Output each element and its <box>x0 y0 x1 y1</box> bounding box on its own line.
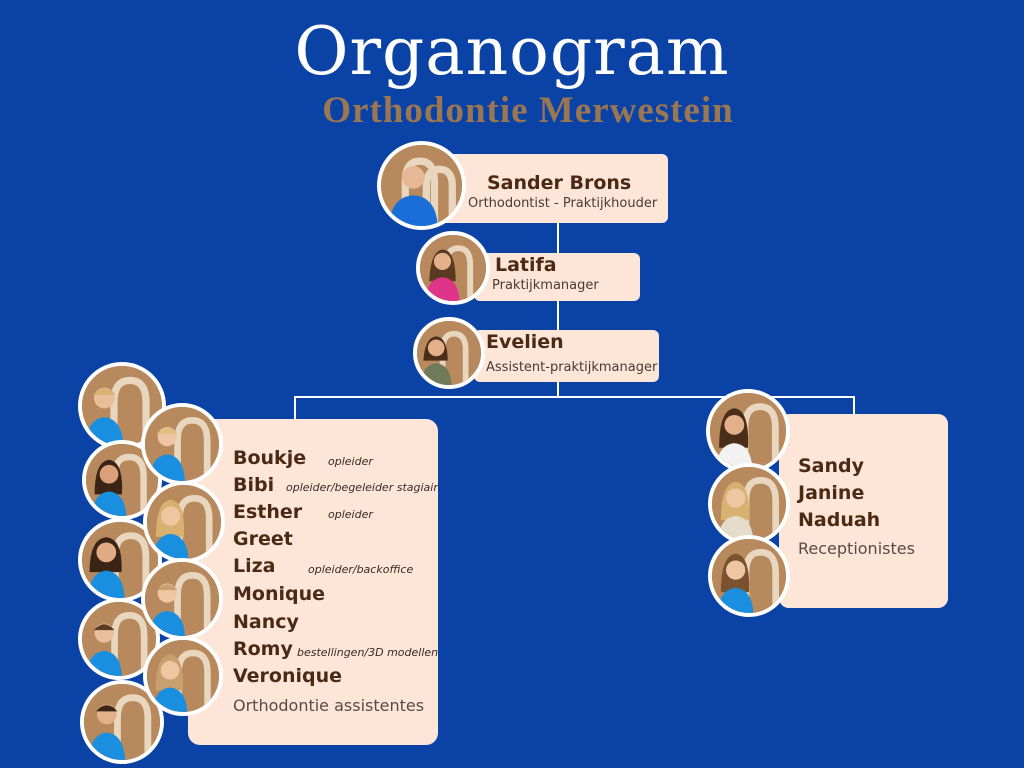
portrait-photo <box>712 539 786 613</box>
member-name: Liza <box>233 555 276 577</box>
avatar-receptionist <box>708 535 790 617</box>
portrait-photo <box>420 235 486 301</box>
member-name: Janine <box>798 482 865 504</box>
portrait-photo <box>417 321 481 385</box>
portrait-photo <box>147 485 221 559</box>
member-name: Sandy <box>798 455 865 477</box>
portrait-photo <box>145 407 219 481</box>
avatar-latifa <box>416 231 490 305</box>
diagram-subtitle: Orthodontie Merwestein <box>322 90 734 131</box>
member-name: Greet <box>233 528 293 550</box>
person-name: Evelien <box>486 331 564 353</box>
group-label: Receptionistes <box>798 539 915 558</box>
diagram-title: Organogram <box>294 13 730 90</box>
avatar-receptionist <box>708 463 790 545</box>
member-name: Bibi <box>233 474 275 496</box>
person-role: Assistent-praktijkmanager <box>486 360 658 375</box>
member-name: Veronique <box>233 665 343 687</box>
connector-line <box>294 396 296 420</box>
member-note: opleider/begeleider stagiair <box>286 481 438 494</box>
group-label: Orthodontie assistentes <box>233 696 425 715</box>
node-orthodontie-assistentes: Boukje opleider Bibi opleider/begeleider… <box>188 419 438 745</box>
member-note: opleider/backoffice <box>308 563 414 576</box>
connector-line <box>557 222 559 397</box>
avatar-receptionist <box>706 389 790 473</box>
avatar-assistant <box>80 680 164 764</box>
person-role: Orthodontist - Praktijkhouder <box>468 196 658 211</box>
node-sander-brons: Sander Brons Orthodontist - Praktijkhoud… <box>440 154 668 223</box>
avatar-assistant <box>143 636 223 716</box>
portrait-photo <box>145 562 219 636</box>
member-name: Boukje <box>233 447 307 469</box>
portrait-photo <box>84 684 160 760</box>
node-receptionistes: Sandy Janine Naduah Receptionistes <box>779 414 948 608</box>
connector-line <box>853 396 855 416</box>
avatar-assistant <box>143 481 225 563</box>
member-name: Romy <box>233 638 293 660</box>
avatar-assistant <box>141 558 223 640</box>
node-latifa: Latifa Praktijkmanager <box>474 253 640 301</box>
portrait-photo <box>82 366 162 446</box>
person-name: Latifa <box>495 254 557 276</box>
member-name: Monique <box>233 583 326 605</box>
member-name: Naduah <box>798 509 881 531</box>
person-name: Sander Brons <box>487 172 632 194</box>
portrait-photo <box>710 393 786 469</box>
portrait-photo <box>147 640 219 712</box>
member-note: opleider <box>328 508 373 521</box>
avatar-assistant <box>141 403 223 485</box>
portrait-photo <box>712 467 786 541</box>
member-note: opleider <box>328 455 373 468</box>
portrait-photo <box>381 145 462 226</box>
avatar-evelien <box>413 317 485 389</box>
member-name: Esther <box>233 501 303 523</box>
avatar-sander-brons <box>377 141 466 230</box>
connector-line <box>294 396 855 398</box>
member-note: bestellingen/3D modellen <box>297 646 439 659</box>
node-evelien: Evelien Assistent-praktijkmanager <box>474 330 659 382</box>
person-role: Praktijkmanager <box>492 278 599 293</box>
member-name: Nancy <box>233 611 299 633</box>
